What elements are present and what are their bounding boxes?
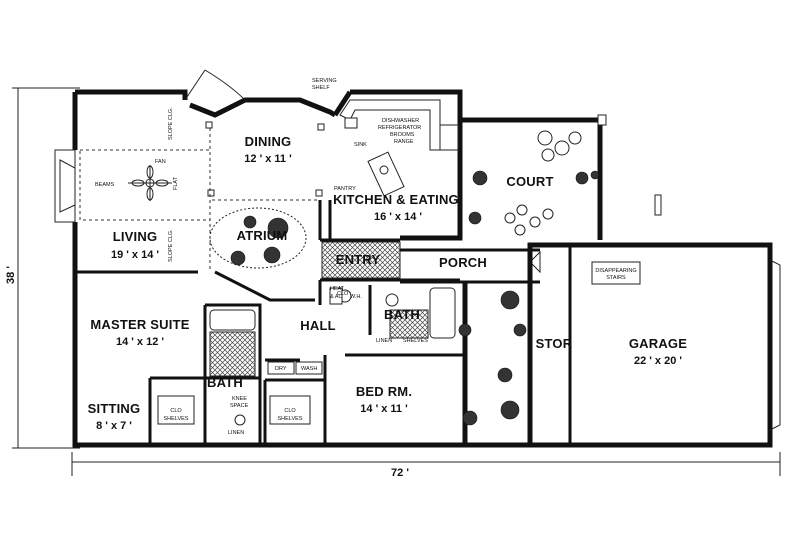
dining-label: DINING [245, 134, 292, 149]
dry-note: DRY [275, 366, 287, 372]
kitchen-size: 16 ' x 14 ' [374, 211, 422, 223]
interior-walls [75, 200, 465, 445]
master-label: MASTER SUITE [90, 317, 189, 332]
clo-entry-note: CLO [337, 291, 349, 297]
pantry-note: PANTRY [334, 186, 356, 192]
flat-note: FLAT [173, 176, 179, 190]
fireplace [54, 149, 211, 223]
heat-ac-note-2: & AC [330, 294, 343, 300]
water-heater-note: W.H. [350, 294, 362, 300]
knee-space-note-2: SPACE [230, 403, 249, 409]
dining-columns [205, 121, 325, 270]
clo-master-note: CLO [170, 408, 182, 414]
width-dimension: 72 ' [391, 467, 409, 479]
bedroom-label: BED RM. [356, 384, 412, 399]
living-label: LIVING [113, 229, 158, 244]
heat-ac-note-1: HEAT [330, 286, 345, 292]
bath-upper-label: BATH [384, 307, 420, 322]
shelves-upper-note: SHELVES [403, 338, 428, 344]
kitchen-label: KITCHEN & EATING [333, 192, 459, 207]
kitchen-counters [321, 99, 459, 279]
atrium-plants [209, 207, 307, 269]
garage-walls [527, 242, 781, 448]
court-label: COURT [506, 174, 553, 189]
slope-clg-top-note: SLOPE CLG. [168, 107, 174, 140]
linen-upper-note: LINEN [376, 338, 392, 344]
serving-shelf-note-2: SHELF [312, 85, 330, 91]
side-garden [458, 290, 530, 448]
linen-lower-note: LINEN [228, 430, 244, 436]
bath-lower-label: BATH [207, 375, 243, 390]
refrigerator-note: REFRIGERATOR [378, 125, 421, 131]
serving-shelf-note-1: SERVING [312, 78, 337, 84]
clo-bed-note: CLO [284, 408, 296, 414]
dining-size: 12 ' x 11 ' [244, 153, 292, 165]
dishwasher-note: DISHWASHER [382, 118, 419, 124]
range-note: RANGE [394, 139, 414, 145]
living-size: 19 ' x 14 ' [111, 249, 159, 261]
disappearing-stairs-note-1: DISAPPEARING [595, 268, 636, 274]
garage-label: GARAGE [629, 336, 687, 351]
court-area [460, 114, 662, 240]
master-size: 14 ' x 12 ' [116, 336, 164, 348]
sink-note: SINK [354, 142, 367, 148]
angled-door[interactable] [184, 69, 246, 101]
stor-label: STOR [536, 336, 573, 351]
bedroom-size: 14 ' x 11 ' [360, 403, 408, 415]
porch-label: PORCH [439, 255, 487, 270]
depth-dimension: 38 ' [5, 266, 17, 284]
atrium-label: ATRIUM [237, 228, 288, 243]
shelves-bed-note: SHELVES [278, 416, 303, 422]
slope-clg-bottom-note: SLOPE CLG. [168, 229, 174, 262]
knee-space-note-1: KNEE [232, 396, 247, 402]
beams-note: BEAMS [95, 182, 115, 188]
bath-fixtures [157, 287, 456, 426]
ceiling-fan-icon [128, 165, 172, 201]
garage-size: 22 ' x 20 ' [634, 355, 682, 367]
shelves-master-note: SHELVES [164, 416, 189, 422]
exterior-walls [72, 89, 468, 448]
porch-area [400, 248, 541, 284]
fan-note: FAN [155, 159, 166, 165]
entry-label: ENTRY [336, 252, 381, 267]
brooms-note: BROOMS [390, 132, 415, 138]
dimension-lines [12, 87, 781, 476]
disappearing-stairs-note-2: STAIRS [606, 275, 626, 281]
wash-note: WASH [301, 366, 317, 372]
sitting-label: SITTING [88, 401, 141, 416]
sitting-size: 8 ' x 7 ' [96, 420, 132, 432]
hall-label: HALL [300, 318, 335, 333]
